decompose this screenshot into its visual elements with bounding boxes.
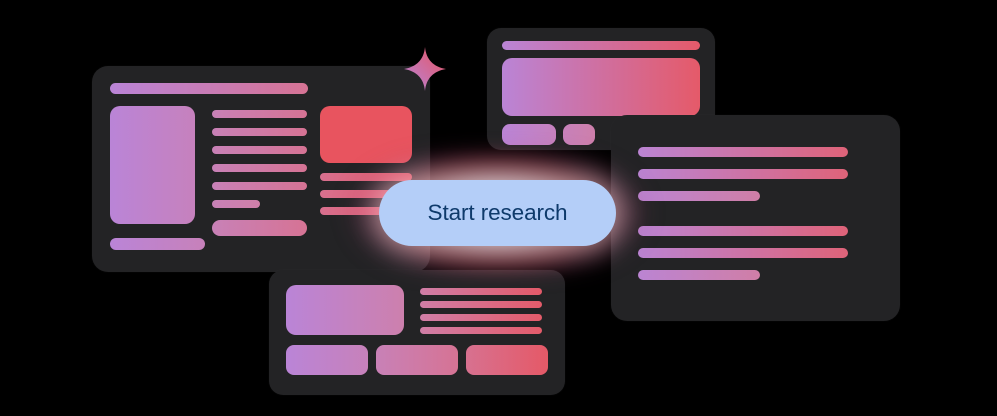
content-card-right xyxy=(611,115,900,321)
text-line xyxy=(212,146,307,154)
text-line xyxy=(638,147,848,157)
text-line xyxy=(420,327,542,334)
heading-bar xyxy=(110,83,308,94)
text-line xyxy=(420,301,542,308)
footer-pill xyxy=(212,220,307,236)
tag-chip xyxy=(376,345,458,375)
text-line xyxy=(638,248,848,258)
text-line xyxy=(212,110,307,118)
text-line-short xyxy=(638,270,760,280)
media-placeholder xyxy=(110,106,195,224)
text-line xyxy=(420,288,542,295)
media-placeholder xyxy=(502,58,700,116)
text-line xyxy=(638,226,848,236)
content-card-bottom xyxy=(269,270,565,395)
start-research-button[interactable]: Start research xyxy=(379,180,616,246)
text-line xyxy=(212,164,307,172)
text-line xyxy=(212,128,307,136)
tag-chip xyxy=(563,124,595,145)
text-line-short xyxy=(212,200,260,208)
bottom-bar xyxy=(110,238,205,250)
text-line xyxy=(212,182,307,190)
text-line-short xyxy=(638,191,760,201)
heading-bar xyxy=(502,41,700,50)
text-line xyxy=(420,314,542,321)
highlight-block xyxy=(320,106,412,163)
text-line xyxy=(638,169,848,179)
sparkle-icon xyxy=(404,47,446,91)
tag-chip xyxy=(466,345,548,375)
start-research-cta: Start research xyxy=(345,150,650,276)
tag-chip xyxy=(286,345,368,375)
content-card-top xyxy=(487,28,715,150)
tag-chip xyxy=(502,124,556,145)
media-placeholder xyxy=(286,285,404,335)
